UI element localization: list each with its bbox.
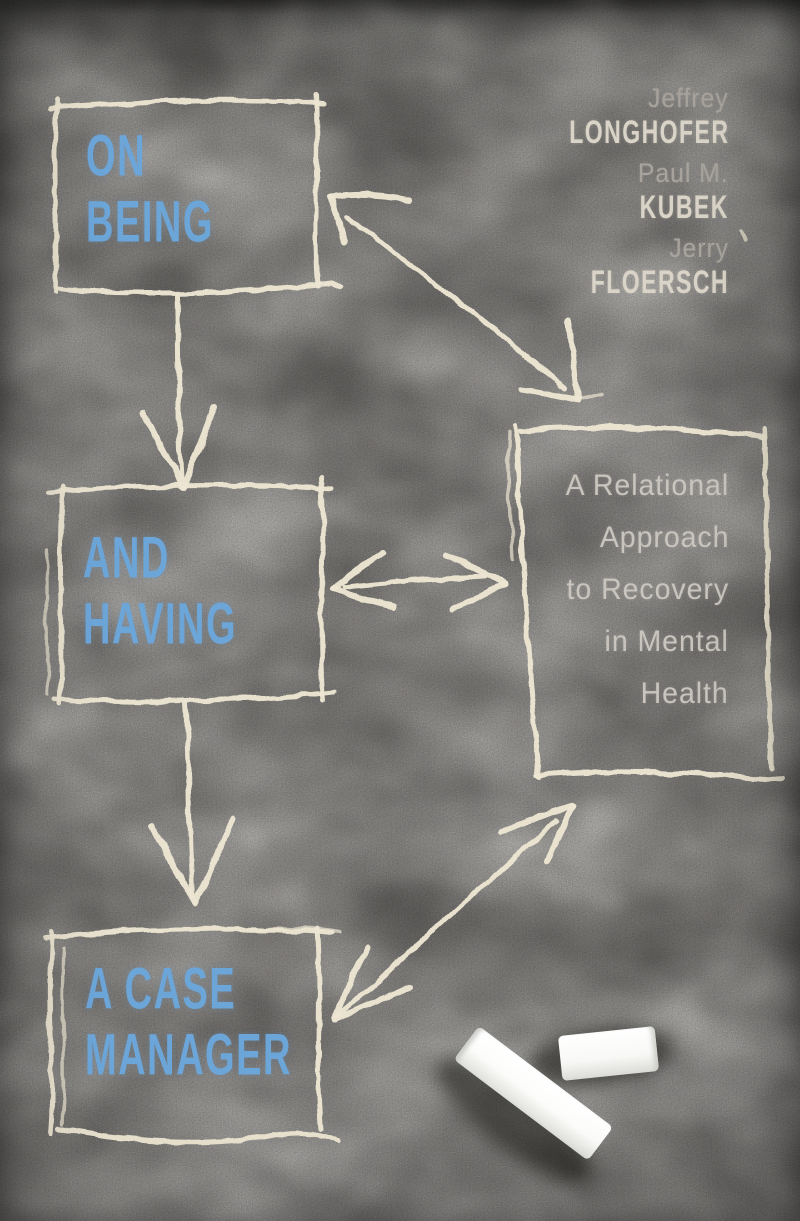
author-last-name: FLOERSCH [590, 264, 729, 300]
subtitle-line: to Recovery [566, 573, 729, 606]
arrow-down-bottom [149, 701, 236, 906]
author-list: Jeffrey LONGHOFER Paul M. KUBEK Jerry FL… [507, 82, 729, 307]
title-line: MANAGER [85, 1022, 292, 1088]
subtitle-line: Health [640, 677, 729, 710]
title-line: A CASE [85, 956, 237, 1022]
box-outline-subtitle [506, 422, 784, 783]
box-outline-on-being [47, 92, 344, 296]
subtitle-block: A Relational Approach to Recovery in Men… [557, 460, 729, 720]
box-outline-and-having [44, 475, 338, 706]
subtitle-line: A Relational [565, 469, 729, 502]
subtitle-line: Approach [599, 521, 729, 554]
title-box-case-manager: A CASE MANAGER [85, 955, 357, 1087]
title-box-and-having: AND HAVING [83, 524, 286, 656]
arrow-horizontal-middle [331, 549, 509, 613]
title-line: HAVING [83, 591, 238, 657]
chalk-speck [739, 229, 747, 242]
author-first-name: Jeffrey [648, 83, 729, 113]
box-outline-case-manager [42, 925, 341, 1145]
subtitle-line: in Mental [604, 625, 729, 658]
author-last-name: LONGHOFER [568, 114, 729, 150]
title-box-on-being: ON BEING [86, 122, 254, 254]
author-last-name: KUBEK [639, 189, 729, 225]
author-first-name: Jerry [669, 233, 729, 263]
title-line: BEING [86, 189, 214, 255]
arrow-diagonal-top [328, 191, 604, 403]
title-line: AND [83, 525, 170, 591]
arrow-diagonal-bottom [330, 803, 577, 1023]
arrow-down-top [141, 293, 218, 491]
title-line: ON [86, 123, 147, 189]
author-first-name: Paul M. [638, 158, 729, 188]
